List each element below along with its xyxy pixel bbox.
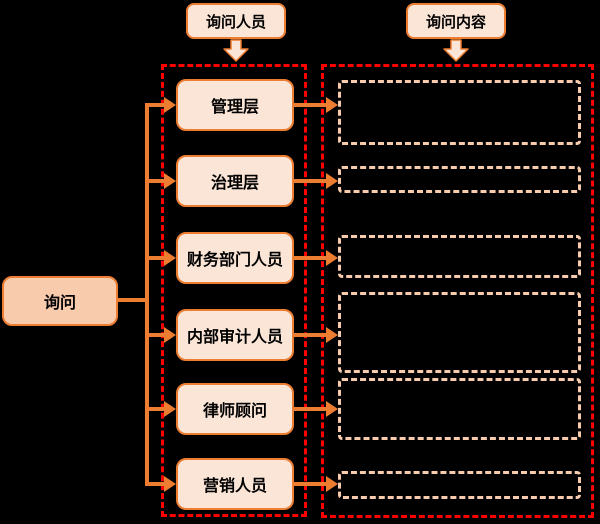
root-connector-line: [118, 298, 149, 302]
person-node-label: 治理层: [210, 175, 259, 192]
person-node-legal-counsel: 律师顾问: [176, 383, 294, 435]
content-arrow-line: [294, 333, 326, 337]
branch-line: [149, 256, 165, 260]
person-node-label: 律师顾问: [202, 403, 267, 420]
right-arrowhead-icon: [164, 97, 176, 113]
content-arrow-line: [294, 103, 326, 107]
trunk-line: [145, 103, 149, 486]
down-arrow-icon: [443, 39, 469, 67]
right-arrowhead-icon: [326, 401, 338, 417]
content-box-1: [338, 80, 581, 145]
branch-line: [149, 179, 165, 183]
content-box-5: [338, 378, 581, 440]
branch-line: [149, 407, 165, 411]
content-box-4: [338, 292, 581, 373]
right-arrowhead-icon: [164, 327, 176, 343]
branch-line: [149, 482, 165, 486]
right-arrowhead-icon: [326, 250, 338, 266]
person-node-label: 内部审计人员: [186, 329, 283, 346]
right-arrowhead-icon: [326, 173, 338, 189]
right-arrowhead-icon: [164, 476, 176, 492]
person-node-label: 管理层: [210, 99, 259, 116]
right-arrowhead-icon: [164, 173, 176, 189]
right-arrowhead-icon: [326, 476, 338, 492]
content-box-2: [338, 166, 581, 193]
content-arrow-line: [294, 407, 326, 411]
person-node-management: 管理层: [176, 79, 294, 131]
person-node-internal-audit-staff: 内部审计人员: [176, 309, 294, 361]
people-group-outline: [161, 64, 307, 517]
person-node-finance-staff: 财务部门人员: [176, 232, 294, 284]
branch-line: [149, 333, 165, 337]
content-box-3: [338, 235, 581, 278]
content-group-outline: [321, 64, 594, 518]
root-node-label: 询问: [43, 295, 76, 312]
right-arrowhead-icon: [164, 401, 176, 417]
right-arrowhead-icon: [326, 327, 338, 343]
content-arrow-line: [294, 482, 326, 486]
person-node-label: 财务部门人员: [186, 252, 283, 269]
right-arrowhead-icon: [326, 97, 338, 113]
content-arrow-line: [294, 179, 326, 183]
branch-line: [149, 103, 165, 107]
content-arrow-line: [294, 256, 326, 260]
right-arrowhead-icon: [164, 250, 176, 266]
person-node-label: 营销人员: [202, 478, 267, 495]
column-header-people-label: 询问人员: [205, 13, 266, 31]
person-node-marketing-staff: 营销人员: [176, 458, 294, 510]
column-header-people: 询问人员: [186, 3, 286, 39]
down-arrow-icon: [223, 39, 249, 67]
content-box-6: [338, 471, 581, 499]
column-header-content-label: 询问内容: [425, 13, 486, 31]
column-header-content: 询问内容: [406, 3, 506, 39]
person-node-governance: 治理层: [176, 155, 294, 207]
root-node-inquiry: 询问: [2, 276, 118, 326]
